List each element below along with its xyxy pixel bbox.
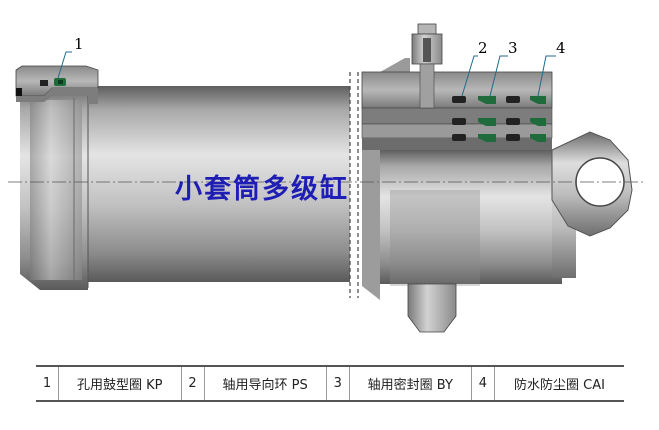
legend-name: 孔用鼓型圈 KP (58, 365, 182, 402)
right-barrel (361, 58, 562, 300)
legend-number: 3 (326, 365, 350, 402)
seal-row-bottom (452, 134, 546, 142)
legend-number: 2 (181, 365, 205, 402)
left-barrel (15, 65, 350, 290)
legend-name: 轴用导向环 PS (204, 365, 327, 402)
piston-rod (551, 131, 633, 278)
seal-row-top (452, 96, 546, 104)
cylinder-cross-section (8, 23, 644, 333)
diagram-title: 小套筒多级缸 (175, 174, 349, 205)
leader-lines (57, 51, 556, 97)
oil-port-fitting (411, 23, 443, 109)
seal-kp-left (54, 78, 66, 86)
legend-name: 防水防尘圈 CAI (494, 365, 624, 402)
parts-legend: 1 孔用鼓型圈 KP 2 轴用导向环 PS 3 轴用密封圈 BY 4 防水防尘圈… (36, 365, 624, 402)
break-lines (349, 72, 359, 298)
legend-number: 1 (36, 365, 59, 402)
legend-name: 轴用密封圈 BY (349, 365, 472, 402)
seal-row-middle (452, 118, 546, 126)
bottom-mount (407, 283, 457, 333)
legend-number: 4 (471, 365, 495, 402)
callout-1: 1 (74, 35, 84, 53)
callout-4: 4 (556, 39, 566, 57)
callout-3: 3 (508, 39, 518, 57)
legend-row: 1 孔用鼓型圈 KP 2 轴用导向环 PS 3 轴用密封圈 BY 4 防水防尘圈… (36, 365, 624, 402)
callout-2: 2 (478, 39, 488, 57)
